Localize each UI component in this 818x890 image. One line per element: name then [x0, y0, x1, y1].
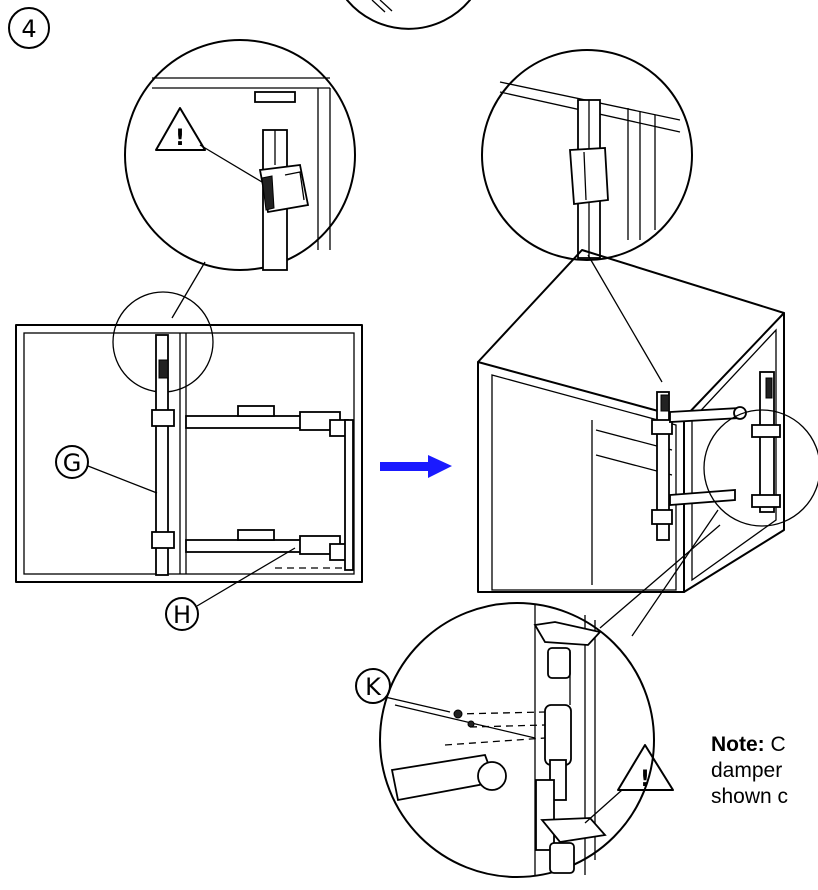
detail-circle-damper: !	[379, 602, 674, 878]
right-arrow-icon	[380, 455, 452, 478]
note-line-2: damper	[711, 759, 783, 782]
front-elevation-view	[15, 291, 363, 583]
callout-h: H	[165, 547, 296, 631]
svg-text:4: 4	[21, 15, 36, 43]
detail-leader-2	[587, 254, 663, 383]
svg-text:K: K	[365, 673, 382, 701]
top-detail-circle-partial	[346, 0, 471, 30]
warning-triangle-icon: !	[155, 107, 206, 151]
svg-text:H: H	[173, 601, 191, 629]
step-number-badge: 4	[8, 7, 50, 49]
isometric-cabinet-view	[477, 249, 818, 593]
callout-k: K	[355, 668, 451, 713]
note-text: Note: C damper shown c	[711, 732, 788, 810]
svg-text:G: G	[63, 449, 82, 477]
detail-circle-latch-left: !	[124, 39, 356, 271]
note-heading: Note:	[711, 733, 765, 756]
note-line-1: C	[764, 733, 786, 756]
svg-text:!: !	[640, 767, 650, 792]
svg-text:!: !	[175, 126, 185, 151]
detail-leader-3	[631, 509, 719, 637]
detail-leader-4	[599, 524, 721, 629]
detail-leader-1	[171, 261, 206, 319]
detail-circle-latch-right	[481, 49, 693, 261]
warning-triangle-icon: !	[617, 744, 674, 792]
callout-g: G	[55, 445, 158, 494]
note-line-3: shown c	[711, 785, 789, 808]
